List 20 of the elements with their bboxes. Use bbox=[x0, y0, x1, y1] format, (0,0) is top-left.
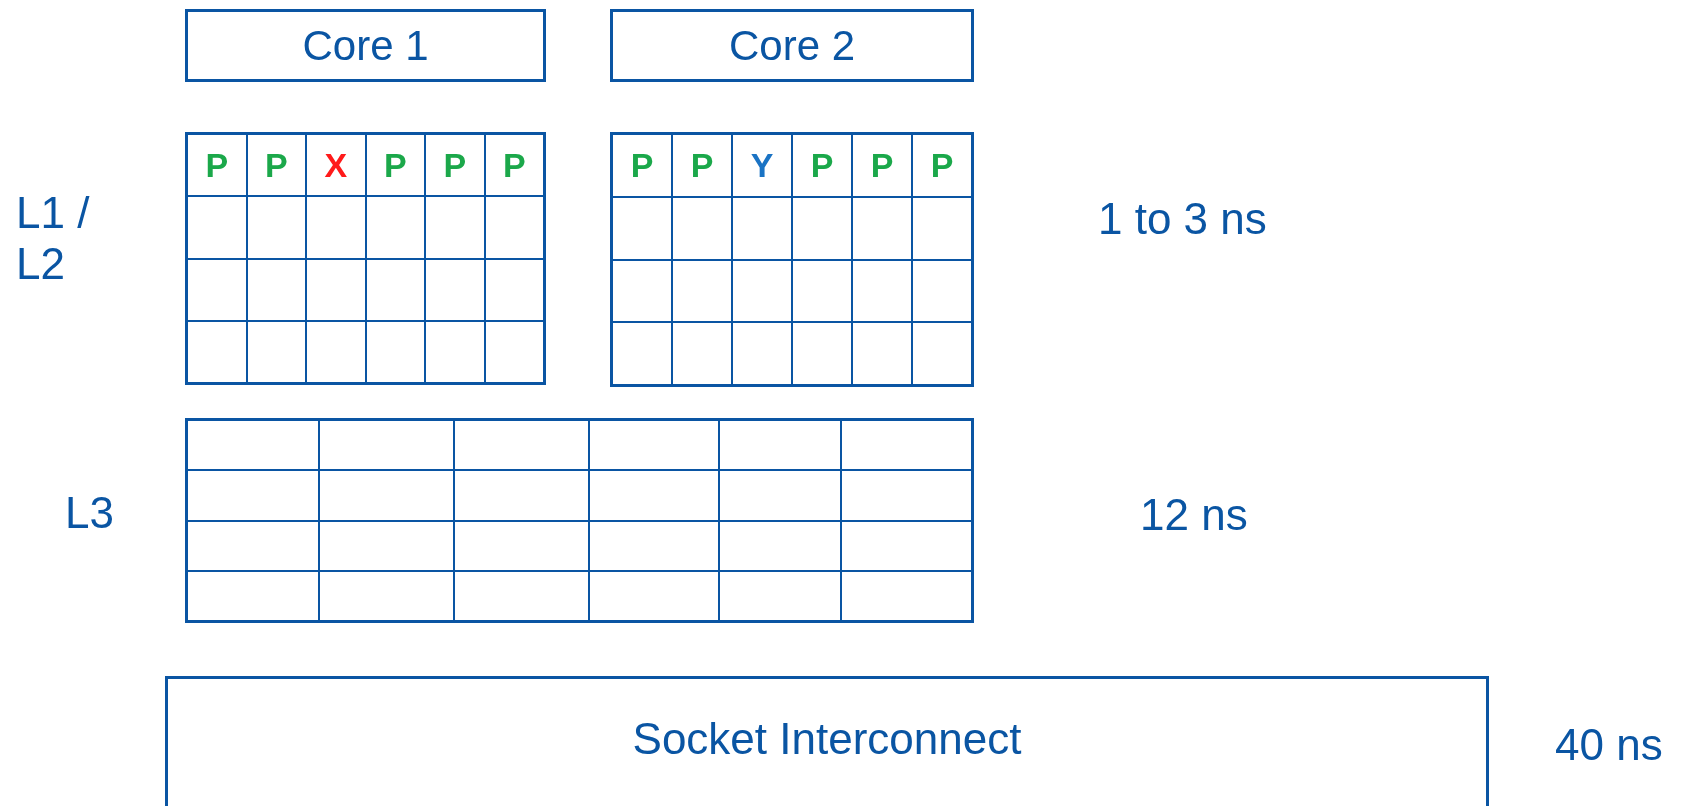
cache-line-cell: P bbox=[246, 134, 306, 197]
interconnect-box: Socket Interconnect bbox=[165, 676, 1489, 806]
core-box: Core 1 bbox=[185, 9, 546, 82]
cache-line-cell: P bbox=[852, 134, 912, 197]
cache-level-label: L3 bbox=[65, 488, 114, 539]
cache-line-cell: P bbox=[425, 134, 485, 197]
core-box: Core 2 bbox=[610, 9, 974, 82]
latency-label: 12 ns bbox=[1140, 490, 1248, 541]
latency-label: 1 to 3 ns bbox=[1098, 194, 1267, 245]
cache-line-cell: P bbox=[484, 134, 544, 197]
cache-line-cell: P bbox=[365, 134, 425, 197]
cache-line-cell: P bbox=[912, 134, 972, 197]
cache-line-cell: Y bbox=[732, 134, 792, 197]
cache-line-cell: P bbox=[612, 134, 672, 197]
cache-line-cell: P bbox=[792, 134, 852, 197]
latency-label: 40 ns bbox=[1555, 720, 1663, 771]
cache-line-cell: P bbox=[672, 134, 732, 197]
cache-line-cell: P bbox=[187, 134, 247, 197]
cache-line-cell: X bbox=[306, 134, 366, 197]
cache-level-label: L1 / L2 bbox=[16, 188, 91, 290]
